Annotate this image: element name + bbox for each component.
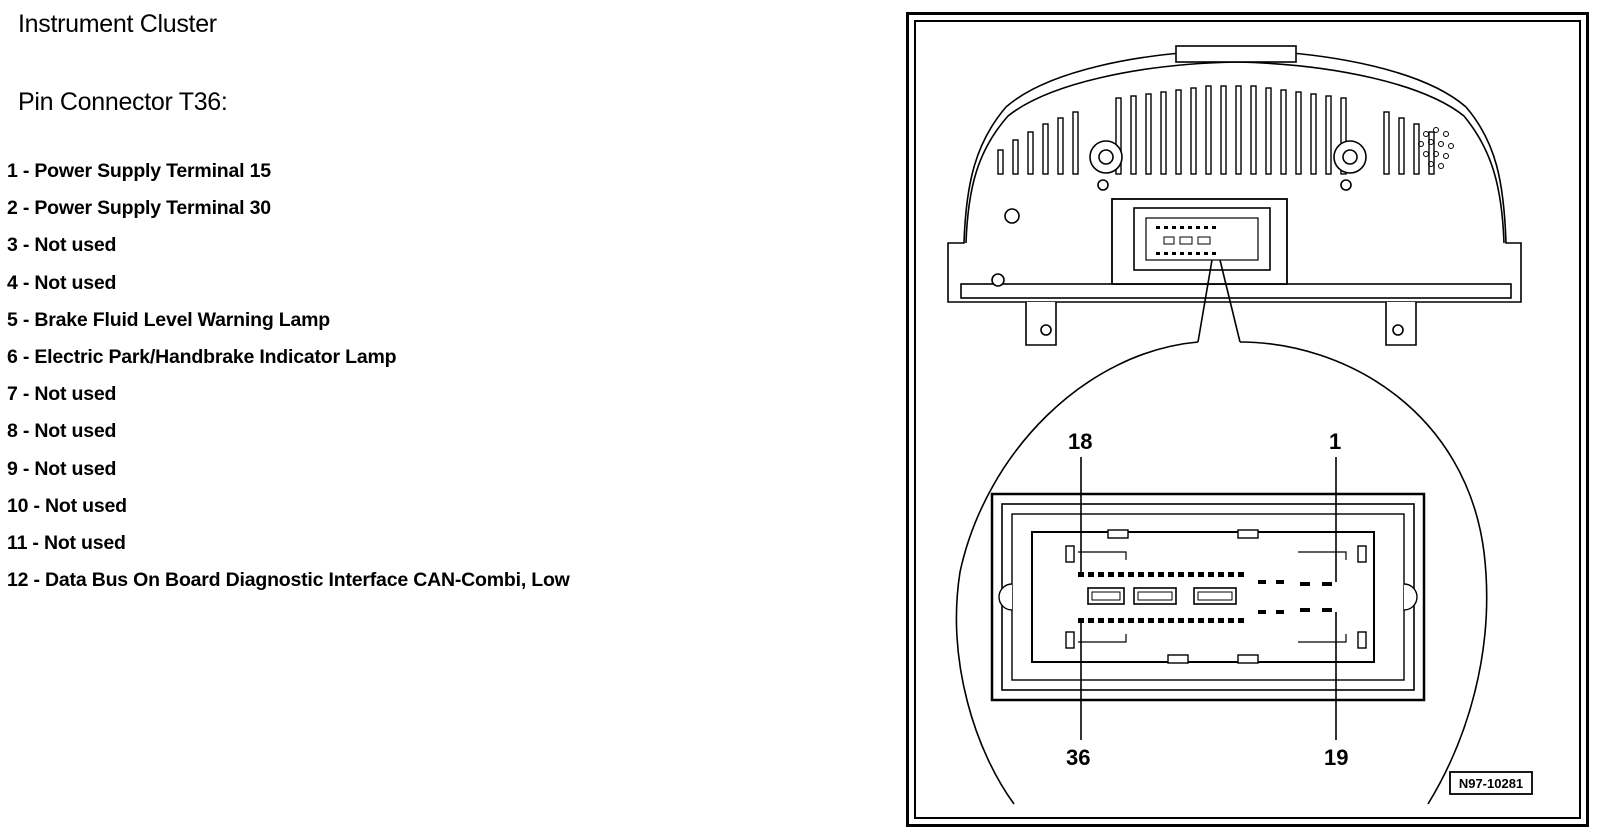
figure-id: N97-10281 bbox=[1459, 776, 1523, 791]
pin-leader-lines bbox=[1080, 457, 1337, 740]
housing-connector bbox=[1111, 198, 1288, 285]
figure-frame-inner bbox=[914, 20, 1581, 819]
pin-item: 4 - Not used bbox=[7, 271, 117, 294]
cluster-housing bbox=[947, 45, 1522, 346]
pin-item: 2 - Power Supply Terminal 30 bbox=[7, 197, 271, 220]
pin-item: 1 - Power Supply Terminal 15 bbox=[7, 160, 271, 182]
pin-label-36: 36 bbox=[1066, 745, 1090, 770]
pin-item: 3 - Not used bbox=[7, 234, 117, 257]
pin-item: 11 - Not used bbox=[7, 531, 126, 554]
speaker-grille bbox=[1418, 127, 1454, 169]
connector-heading: Pin Connector T36: bbox=[18, 88, 228, 116]
pin-item: 9 - Not used bbox=[7, 457, 117, 480]
magnified-connector bbox=[990, 492, 1426, 702]
pin-item: 7 - Not used bbox=[7, 383, 117, 406]
pin-item: 8 - Not used bbox=[7, 420, 117, 443]
pin-row-bottom bbox=[1078, 608, 1332, 623]
pin-label-19: 19 bbox=[1324, 745, 1348, 770]
pin-item: 6 - Electric Park/Handbrake Indicator La… bbox=[7, 345, 397, 368]
page-title: Instrument Cluster bbox=[18, 10, 217, 38]
pin-label-1: 1 bbox=[1329, 429, 1341, 454]
screw-icon bbox=[991, 140, 1404, 336]
connector-figure: 18 1 36 19 N97-10281 bbox=[906, 12, 1590, 828]
pin-item: 10 - Not used bbox=[7, 494, 127, 517]
pin-list: 1 - Power Supply Terminal 15 2 - Power S… bbox=[7, 158, 570, 604]
figure-id-box bbox=[1449, 771, 1533, 795]
connector-drawing: 18 1 36 19 N97-10281 bbox=[906, 12, 1589, 827]
pin-label-18: 18 bbox=[1068, 429, 1092, 454]
pin-item: 12 - Data Bus On Board Diagnostic Interf… bbox=[7, 569, 570, 592]
pin-row-top bbox=[1078, 572, 1332, 586]
pin-item: 5 - Brake Fluid Level Warning Lamp bbox=[7, 308, 330, 331]
vent-slots bbox=[997, 85, 1435, 175]
callout-lines bbox=[955, 259, 1488, 805]
